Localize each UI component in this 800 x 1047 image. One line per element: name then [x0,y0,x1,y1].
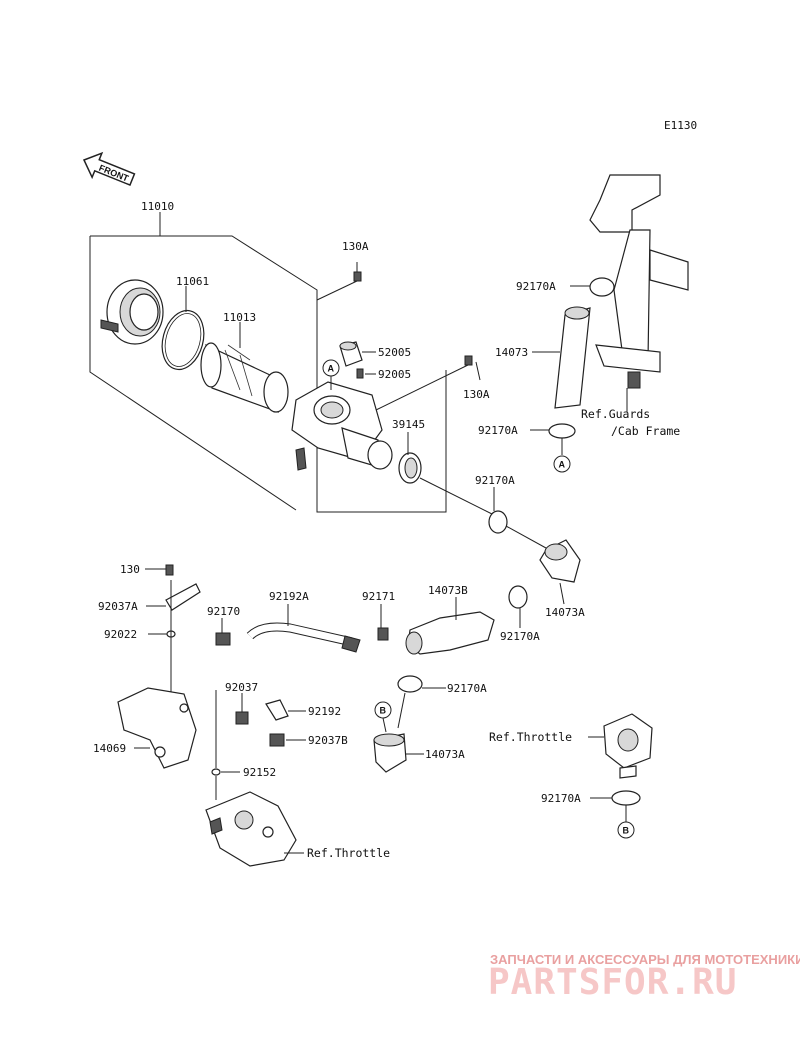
air-filter-element [200,342,289,413]
label-130a-right: 130A [463,388,490,401]
clamp-92170a-lower [548,423,576,439]
label-92170a-3: 92170A [475,474,515,487]
label-92152: 92152 [243,766,276,779]
label-92037b: 92037B [308,734,348,747]
bracket-14069 [117,687,197,769]
marker-a-bottom [553,455,571,473]
label-92005: 92005 [378,368,411,381]
label-92170a-1: 92170A [516,280,556,293]
hose-92192a [246,622,361,653]
clip-92037 [235,711,249,725]
label-92192a: 92192A [269,590,309,603]
bolt-130 [165,564,174,576]
label-92170: 92170 [207,605,240,618]
label-92170a-6: 92170A [541,792,581,805]
marker-a-top-label: A [328,364,335,374]
clamp-92170a-mid [508,585,528,609]
label-92192: 92192 [308,705,341,718]
label-52005: 52005 [378,346,411,359]
duct-14073a-boot [373,733,407,773]
label-39145: 39145 [392,418,425,431]
drain-cap-52005 [339,341,363,367]
marker-b-left-label: B [380,706,387,716]
front-arrow-icon: FRONT [82,151,136,187]
bolt-130a-right [464,355,473,366]
o-ring-11061 [161,309,205,371]
label-11061: 11061 [176,275,209,288]
label-92037: 92037 [225,681,258,694]
air-cleaner-frame [89,212,447,513]
clamp-92170a-upper [589,277,615,297]
clip-92171 [377,627,389,641]
air-cleaner-cap [100,279,164,345]
duct-14073b [405,611,495,655]
cab-frame-structure [589,174,689,389]
marker-b-right [617,821,635,839]
label-92170a-2: 92170A [478,424,518,437]
fitting-92005 [356,368,364,379]
ref-guards: Ref.Guards [581,407,650,421]
label-92170a-5: 92170A [447,682,487,695]
washer-92152 [211,768,221,776]
throttle-body-right [603,713,653,779]
marker-b-right-label: B [623,826,630,836]
label-14073b: 14073B [428,584,468,597]
label-92022: 92022 [104,628,137,641]
bracket-92037a [165,583,201,611]
label-92170a-4: 92170A [500,630,540,643]
clip-92037b [269,733,285,747]
label-14073a-1: 14073A [545,606,585,619]
label-130: 130 [120,563,140,576]
hose-92192 [265,699,289,721]
watermark-brand: PARTSFOR.RU [488,962,737,1003]
bolt-130a-top [353,271,362,282]
label-92171: 92171 [362,590,395,603]
label-130a-top: 130A [342,240,369,253]
throttle-body-bottom [205,791,297,867]
clamp-92170a-low [397,675,423,693]
watermark-tagline: ЗАПЧАСТИ И АКСЕССУАРЫ ДЛЯ МОТОТЕХНИКИ [490,952,800,967]
label-92037a: 92037A [98,600,138,613]
label-11010: 11010 [141,200,174,213]
ref-throttle-right: Ref.Throttle [489,730,572,744]
clamp-92170a-center [488,510,508,534]
label-14069: 14069 [93,742,126,755]
label-11013: 11013 [223,311,256,324]
ref-throttle-bottom: Ref.Throttle [307,846,390,860]
clamp-92170a-bottom [611,790,641,806]
clamp-92170 [215,632,231,646]
label-14073a-2: 14073A [425,748,465,761]
ref-cab-frame: /Cab Frame [611,424,680,438]
diagram-code: E1130 [664,119,697,132]
marker-a-bottom-label: A [559,460,566,470]
air-cleaner-housing [291,381,393,471]
duct-14073a-elbow [539,539,581,583]
duct-14073 [554,306,591,409]
seal-39145 [398,452,422,484]
label-14073: 14073 [495,346,528,359]
